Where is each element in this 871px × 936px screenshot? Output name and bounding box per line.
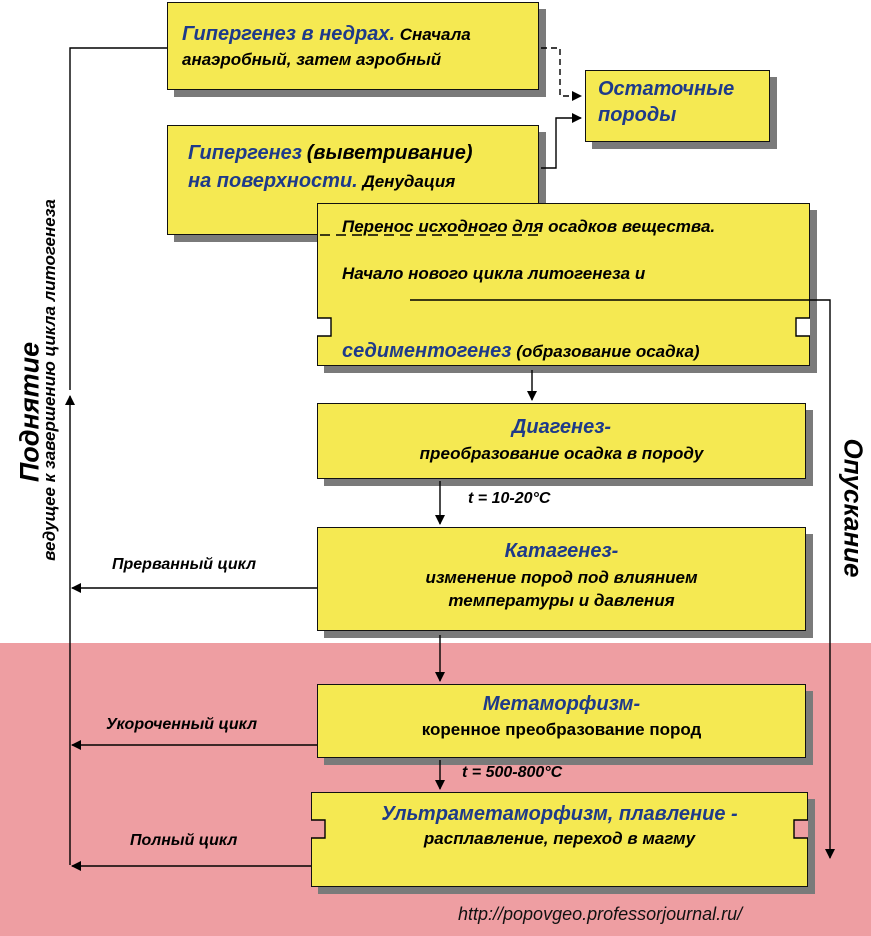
temp-label-diagenesis: t = 10-20°C [468,490,551,507]
box-metamorphism-title: Метаморфизм- [482,693,641,715]
box-ultrametamorphism-line2: расплавление, переход в магму [423,829,696,848]
label-shortened-cycle: Укороченный цикл [106,716,258,733]
temp-label-metamorphism: t = 500-800°C [462,764,563,781]
notch-left-ultra [311,819,326,839]
box-hypergenesis-depth-tail: Сначала [399,25,471,44]
box-diagenesis-title: Диагенез- [511,416,612,438]
box-transfer-sedimentogenesis: Перенос исходного для осадков вещества. … [317,203,810,366]
box-ultrametamorphism: Ультраметаморфизм, плавление - расплавле… [311,792,808,887]
dashed-arrow-to-residual [541,47,582,101]
box-residual-line2: породы [598,104,677,126]
label-interrupted-cycle: Прерванный цикл [112,556,257,573]
box-residual-line1: Остаточные [598,78,735,100]
box-hypergenesis-depth-title: Гипергенез в недрах. [182,23,396,45]
box-hypergenesis-surface-line2-title: на поверхности. [188,170,358,192]
box-catagenesis: Катагенез- изменение пород под влиянием … [317,527,806,631]
box-hypergenesis-surface-title-tail: (выветривание) [306,142,473,164]
box-residual-rocks: Остаточные породы [585,70,770,142]
subsidence-line [410,299,835,859]
notch-right-transfer [795,317,810,337]
box-metamorphism-line2: коренное преобразование пород [421,720,702,739]
box-metamorphism: Метаморфизм- коренное преобразование пор… [317,684,806,758]
box-hypergenesis-surface-title: Гипергенез [188,142,302,164]
box-hypergenesis-depth-line2: анаэробный, затем аэробный [182,50,442,69]
box-diagenesis-line2: преобразование осадка в породу [419,444,704,463]
box-catagenesis-line3: температуры и давления [448,591,675,610]
box-hypergenesis-surface-line2-tail: Денудация [362,172,456,191]
box-catagenesis-line2: изменение пород под влиянием [425,568,698,587]
box-transfer-line2: Начало нового цикла литогенеза и [342,264,646,283]
notch-right-ultra [793,819,808,839]
box-catagenesis-title: Катагенез- [504,540,619,562]
uplift-feed-line [69,47,167,390]
side-label-subsidence: Опускание [838,438,869,578]
box-ultrametamorphism-title: Ультраметаморфизм, плавление - [381,803,738,825]
box-transfer-line3-tail: (образование осадка) [516,342,700,361]
box-diagenesis: Диагенез- преобразование осадка в породу [317,403,806,479]
side-label-uplift-sub: ведущее к завершению цикла литогенеза [40,199,59,561]
label-full-cycle: Полный цикл [130,832,238,849]
box-transfer-line1: Перенос исходного для осадков вещества. [342,217,716,236]
box-transfer-line3-title: седиментогенез [342,340,512,362]
box-hypergenesis-depth: Гипергенез в недрах. Сначала анаэробный,… [167,2,539,90]
arrow-surface-to-residual [541,113,582,169]
source-url: http://popovgeo.professorjournal.ru/ [458,904,743,924]
notch-left-transfer [317,317,332,337]
